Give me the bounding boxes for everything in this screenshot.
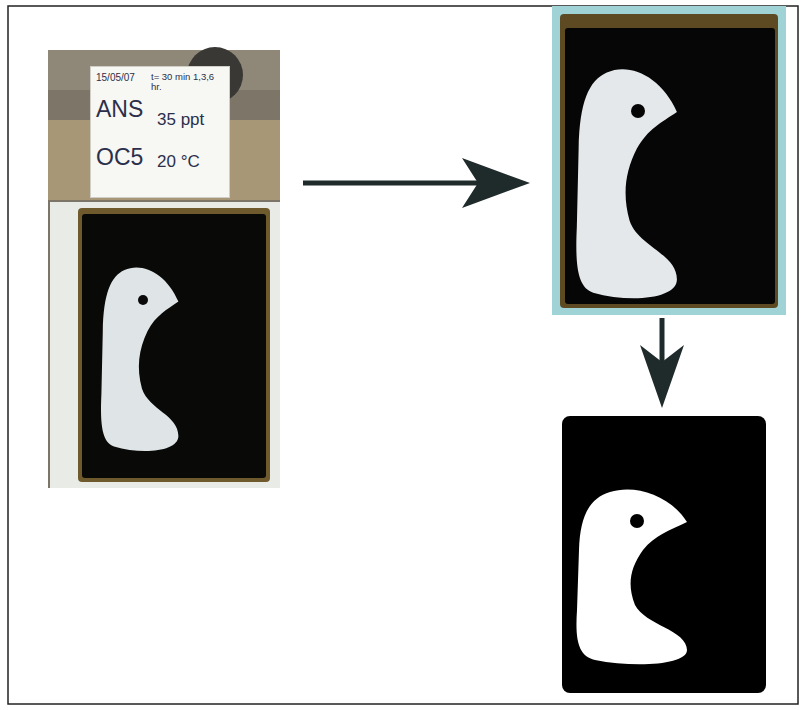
card-note: t= 30 min 1,3,6 hr. <box>151 72 227 92</box>
binary-shape <box>576 489 687 664</box>
cropped-photo <box>552 6 786 315</box>
tray-rim <box>50 202 280 488</box>
original-photo <box>48 47 280 488</box>
tray-interior <box>82 214 266 478</box>
arrow-head <box>640 345 684 408</box>
outer-frame <box>8 6 798 704</box>
sample-shape <box>101 267 178 451</box>
card-note: 35 ppt <box>157 111 217 129</box>
card-note: OC5 <box>96 145 166 169</box>
tray-edge <box>78 208 270 482</box>
sample-hole <box>631 104 645 118</box>
crop-border <box>552 6 786 315</box>
card-note: 20 °C <box>157 153 223 171</box>
card-note: 15/05/07 <box>96 73 151 84</box>
label-card: 15/05/07t= 30 min 1,3,6 hr. ANS35 pptOC52… <box>90 66 230 198</box>
sample-shape <box>576 69 677 298</box>
photo-background <box>48 50 280 488</box>
crop-interior <box>565 28 775 304</box>
crop-edge <box>560 14 778 308</box>
sample-hole <box>138 295 148 305</box>
binary-image <box>562 416 766 693</box>
binary-background <box>562 416 766 693</box>
arrow-shaft <box>303 181 505 186</box>
binary-hole <box>630 514 644 528</box>
card-note: ANS <box>96 97 166 121</box>
arrow-head <box>462 158 530 208</box>
